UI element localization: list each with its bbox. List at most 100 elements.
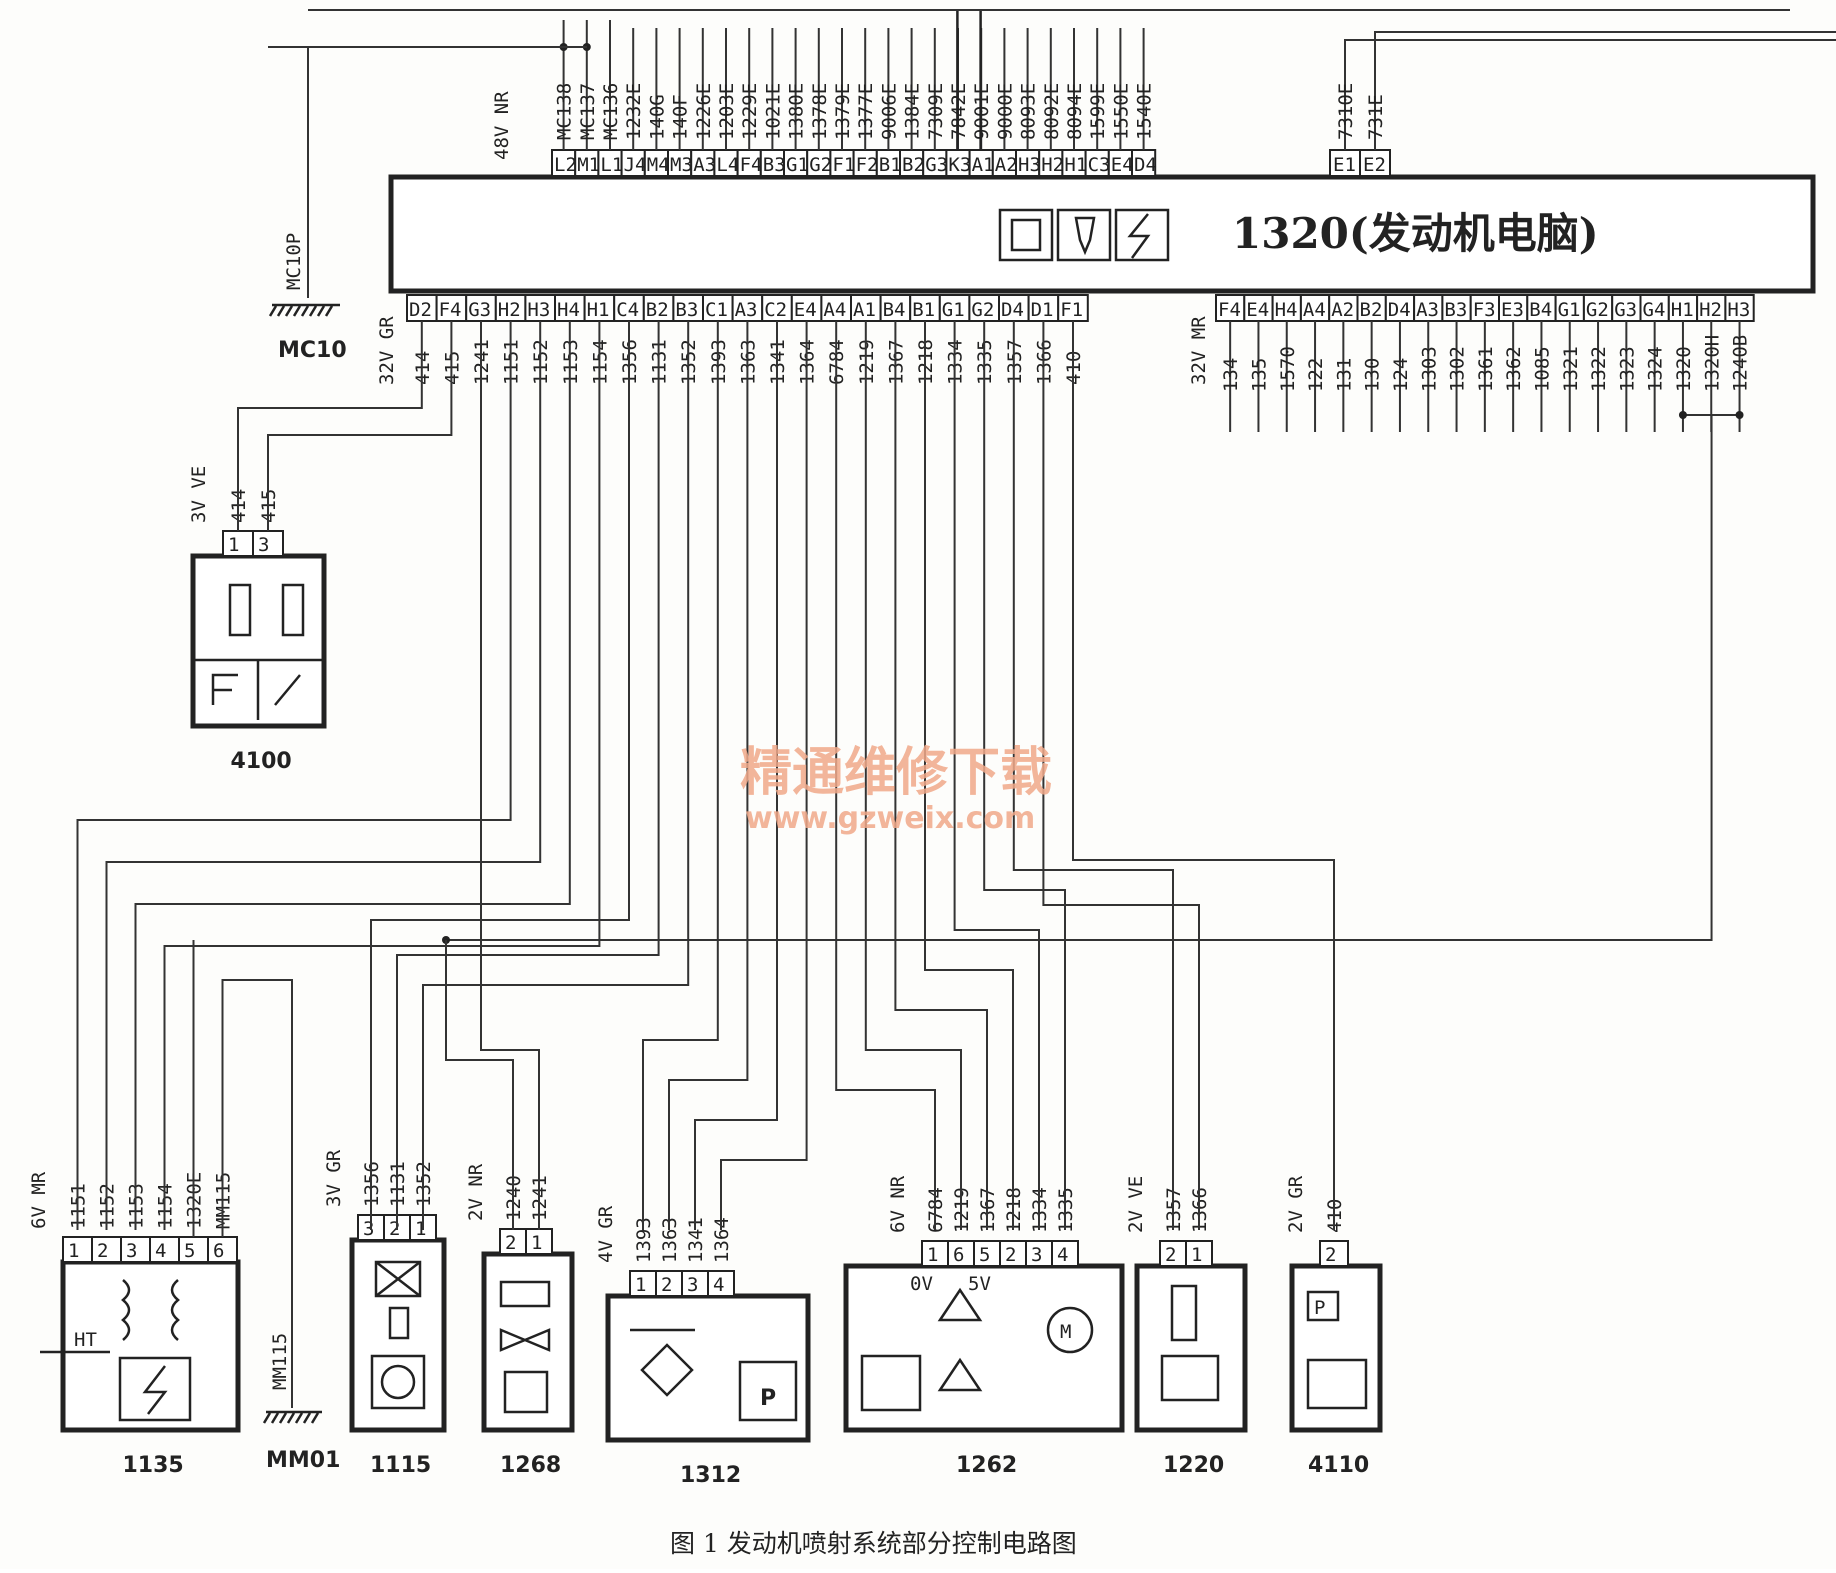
harness-wire bbox=[864, 321, 962, 1230]
ecu-bottom-left-pin-label: H2 bbox=[498, 299, 521, 321]
ecu-top-pin-label: D4 bbox=[1134, 154, 1157, 176]
ecu-bottom-left-pin-label: H4 bbox=[557, 299, 580, 321]
spark-icon bbox=[1127, 213, 1151, 259]
ecu-top-pin-label: G3 bbox=[925, 154, 948, 176]
bottom-right-harness-label: 32V MR bbox=[1188, 316, 1210, 385]
ground-hatch bbox=[276, 305, 286, 317]
component-harness-label: 3V GR bbox=[323, 1149, 345, 1207]
ecu-top-wire-label: 1203E bbox=[716, 83, 738, 140]
ecu-bottom-right-pin-label: E4 bbox=[1246, 299, 1269, 321]
ecu-bottom-left-pin-label: B3 bbox=[675, 299, 698, 321]
ecu-top-wire-label: MC136 bbox=[600, 83, 622, 140]
component-harness-label: 2V GR bbox=[1285, 1175, 1307, 1233]
component-pin-label: 4 bbox=[1057, 1244, 1068, 1266]
ecu-bottom-left-wire-label: 1357 bbox=[1004, 339, 1026, 385]
component-1262 bbox=[843, 1263, 1125, 1433]
ecu-bottom-right-wire-label: 1570 bbox=[1277, 346, 1299, 392]
ground-hatch bbox=[300, 305, 310, 317]
component-wire-label: 1363 bbox=[659, 1217, 681, 1263]
ecu-top-wire-label: 8092E bbox=[1041, 83, 1063, 140]
component-pin-label: 3 bbox=[1031, 1244, 1042, 1266]
ground-wire-label: MC10P bbox=[283, 233, 305, 290]
ecu-top-wire-label: 9006E bbox=[878, 83, 900, 140]
ecu-top-wire-label: 9001E bbox=[971, 83, 993, 140]
ecu-bottom-left-pin bbox=[642, 294, 675, 322]
fuel-icon bbox=[211, 673, 238, 705]
motor-icon bbox=[1046, 1306, 1094, 1354]
thermistor-icon bbox=[281, 583, 305, 637]
ground-hatch bbox=[294, 1412, 304, 1424]
harness-wire bbox=[1012, 321, 1174, 1230]
bottom-left-harness-label: 32V GR bbox=[376, 316, 398, 385]
ecu-bottom-right-pin-label: G2 bbox=[1586, 299, 1609, 321]
ecu-top-wire-label: 140G bbox=[646, 94, 668, 140]
ecu-bottom-left-pin-label: C4 bbox=[616, 299, 639, 321]
ground-hatch bbox=[316, 305, 326, 317]
component-pin-label: 1 bbox=[531, 1232, 542, 1254]
ecu-bottom-right-pin-label: H3 bbox=[1727, 299, 1750, 321]
ecu-bottom-left-pin bbox=[554, 294, 586, 322]
ecu-bottom-left-pin-label: C2 bbox=[764, 299, 787, 321]
component-pin-label: 2 bbox=[1005, 1244, 1016, 1266]
ecu-top-wire-label: MC138 bbox=[554, 83, 576, 140]
component-pin-label: 3 bbox=[687, 1274, 698, 1296]
ecu-bottom-right-wire-label: 1362 bbox=[1503, 346, 1525, 392]
harness-wire bbox=[668, 321, 749, 1230]
ecu-bottom-right-wire-label: 131 bbox=[1333, 358, 1355, 392]
solenoid-icon bbox=[499, 1280, 551, 1308]
ecu-bottom-right-pin-label: G3 bbox=[1614, 299, 1637, 321]
ground-hatch bbox=[310, 1412, 320, 1424]
ecu-bottom-right-wire-label: 1323 bbox=[1616, 346, 1638, 392]
ecu-bottom-left-pin-label: G3 bbox=[468, 299, 491, 321]
pressure-switch-icon bbox=[1306, 1290, 1340, 1322]
ecu-bottom-left-pin-label: D2 bbox=[409, 299, 432, 321]
ecu-top-wire-label: 1550E bbox=[1110, 83, 1132, 140]
ground-hatch bbox=[278, 1412, 288, 1424]
ecu-bottom-right-wire-label: 1303 bbox=[1418, 346, 1440, 392]
harness-wire bbox=[134, 321, 571, 1230]
component-pin bbox=[1159, 1240, 1187, 1267]
ecu-top-wire-label: 7309E bbox=[925, 83, 947, 140]
zero-volt-label: 0V bbox=[910, 1273, 933, 1295]
ecu-bottom-right-wire-label: 122 bbox=[1305, 358, 1327, 392]
pressure-icon bbox=[738, 1360, 798, 1422]
component-pin bbox=[707, 1270, 735, 1297]
ecu-top-wire-label: 8094E bbox=[1064, 83, 1086, 140]
coolant-icon bbox=[1160, 1354, 1220, 1402]
ecu-bottom-left-pin-label: G1 bbox=[942, 299, 965, 321]
ecu-bottom-right-wire-label: 130 bbox=[1362, 358, 1384, 392]
temp-probe-icon bbox=[274, 674, 301, 706]
component-harness-label: 6V NR bbox=[887, 1175, 909, 1233]
figure-caption: 图 1 发动机喷射系统部分控制电路图 bbox=[670, 1529, 1077, 1558]
ecu-top-wire-label: 1599E bbox=[1087, 83, 1109, 140]
component-pin-label: 2 bbox=[1165, 1244, 1176, 1266]
wire-415 bbox=[267, 321, 453, 531]
harness-wire bbox=[894, 321, 988, 1230]
harness-wire bbox=[480, 321, 540, 1230]
component-pin-label: 3 bbox=[258, 534, 269, 556]
component-1312 bbox=[605, 1293, 811, 1443]
ecu-bottom-left-pin bbox=[583, 294, 616, 322]
ground-hatch bbox=[308, 305, 318, 317]
ecu-bottom-right-wire-label: 1240B bbox=[1730, 335, 1752, 392]
n-sensor-icon bbox=[370, 1354, 426, 1410]
component-pin-label: 4 bbox=[155, 1240, 166, 1262]
ecu-bottom-left-pin-label: B1 bbox=[912, 299, 935, 321]
ecu-top-pin-label: H3 bbox=[1018, 154, 1041, 176]
ecu-top-pin-label: B1 bbox=[879, 154, 902, 176]
ecu-top-wire-label: 140F bbox=[670, 94, 692, 140]
ecu-top-wire-label: 1384E bbox=[902, 83, 924, 140]
component-wire-label: 1364 bbox=[711, 1217, 733, 1263]
harness-wire bbox=[835, 321, 936, 1230]
component-pin-label: 1 bbox=[68, 1240, 79, 1262]
coil-icon bbox=[121, 1279, 131, 1341]
ecu-bottom-right-pin bbox=[1356, 294, 1387, 322]
ecu-bottom-right-pin-label: A4 bbox=[1303, 299, 1326, 321]
injector-icon bbox=[1056, 208, 1112, 262]
ecu-bottom-right-pin-label: E3 bbox=[1501, 299, 1524, 321]
component-1220 bbox=[1134, 1263, 1248, 1433]
ecu-bottom-right-pin bbox=[1243, 294, 1274, 322]
ecu-bottom-right-pin-label: F4 bbox=[1218, 299, 1241, 321]
component-pin-label: 2 bbox=[1325, 1244, 1336, 1266]
